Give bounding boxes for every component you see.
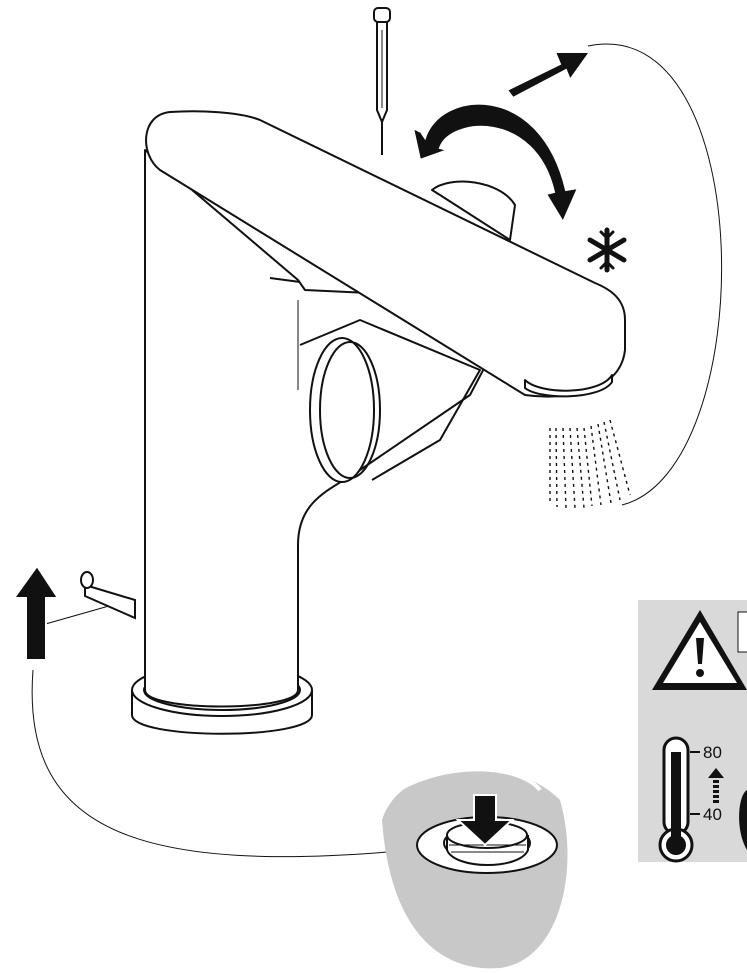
snowflake-icon (587, 227, 627, 273)
warning-panel: 80 40 (638, 600, 747, 863)
popup-pull-arrow (12, 564, 60, 661)
popup-rod (80, 571, 136, 620)
warning-triangle-icon (652, 610, 747, 690)
connector-line-lever (587, 43, 723, 506)
drain-push-arrow (455, 794, 515, 847)
hand-icon (739, 790, 747, 850)
push-arrow (505, 51, 592, 100)
temp-low-label: 40 (703, 805, 722, 824)
connector-line-popup (31, 669, 461, 858)
temperature-scale-thermometer (658, 736, 700, 863)
thermometer-icon (373, 7, 391, 155)
temp-high-label: 80 (703, 743, 722, 762)
rotate-arrow (411, 102, 580, 225)
faucet-body (131, 110, 626, 735)
water-spray (549, 419, 631, 509)
temp-rise-arrow (708, 768, 724, 803)
